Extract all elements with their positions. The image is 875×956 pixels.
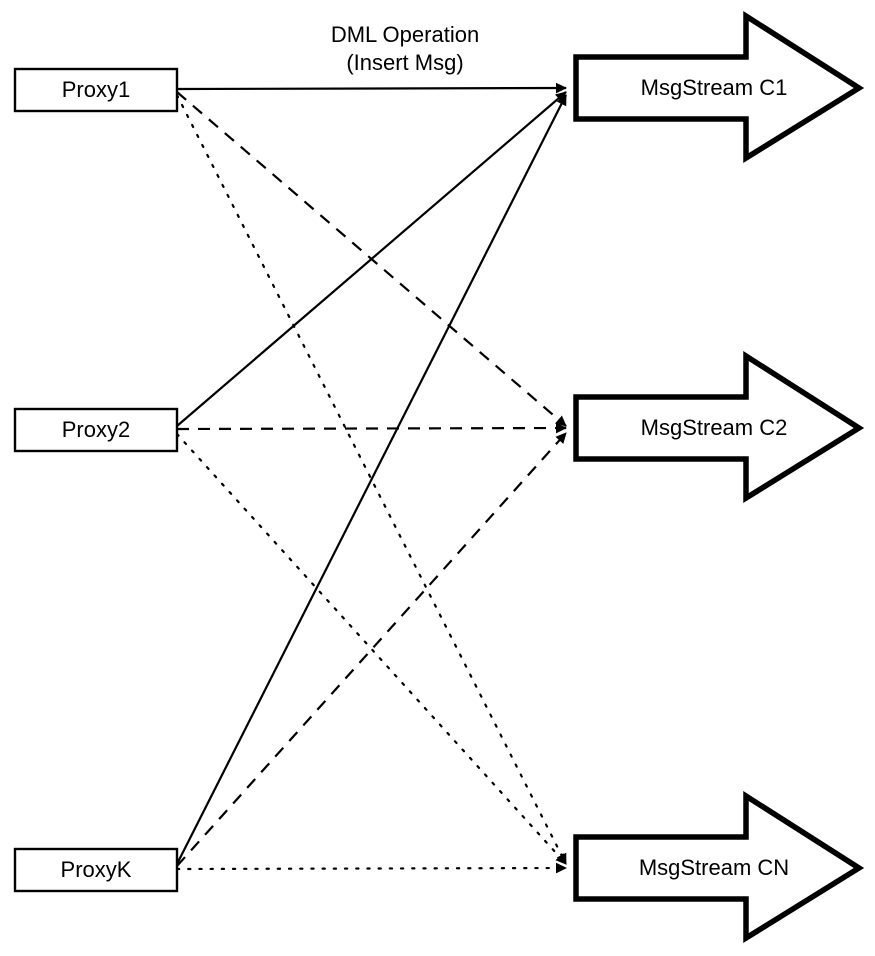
stream-node-c2[interactable]: MsgStream C2 (573, 350, 865, 503)
proxy-box-proxyK[interactable] (13, 847, 179, 893)
stream-arrow-shape-cn[interactable] (573, 790, 865, 943)
proxy-node-proxy2[interactable]: Proxy2 (13, 407, 179, 453)
connection-proxyK-to-c1 (176, 94, 567, 865)
connection-proxy1-to-c1 (176, 82, 567, 94)
stream-label-cn: MsgStream CN (639, 855, 789, 880)
stream-node-cn[interactable]: MsgStream CN (573, 790, 865, 943)
proxy-node-proxyK[interactable]: ProxyK (13, 847, 179, 893)
stream-node-c1[interactable]: MsgStream C1 (573, 10, 865, 163)
connection-proxy2-to-cn (175, 432, 568, 866)
connection-proxy2-to-c2 (176, 422, 567, 434)
stream-nodes-layer: MsgStream C1 MsgStream C2 MsgStream CN (573, 10, 865, 943)
proxy-node-proxy1[interactable]: Proxy1 (13, 67, 179, 113)
connection-proxy2-to-c1 (176, 91, 567, 427)
connections-layer (175, 82, 568, 874)
dml-operation-caption-line1: DML Operation (331, 22, 479, 47)
proxy-box-proxy2[interactable] (13, 407, 179, 453)
stream-arrow-shape-c1[interactable] (573, 10, 865, 163)
stream-label-c1: MsgStream C1 (641, 75, 788, 100)
stream-arrow-shape-c2[interactable] (573, 350, 865, 503)
proxy-label-proxy1: Proxy1 (62, 77, 130, 102)
proxy-label-proxy2: Proxy2 (62, 417, 130, 442)
dml-operation-caption-line2: (Insert Msg) (346, 50, 463, 75)
proxy-box-proxy1[interactable] (13, 67, 179, 113)
stream-label-c2: MsgStream C2 (641, 415, 788, 440)
proxy-label-proxyK: ProxyK (61, 857, 132, 882)
edge-caption-group: DML Operation (Insert Msg) (331, 22, 479, 75)
connection-proxyK-to-cn (175, 862, 568, 874)
connection-proxy1-to-cn (175, 93, 568, 866)
connection-proxyK-to-c2 (176, 432, 567, 867)
